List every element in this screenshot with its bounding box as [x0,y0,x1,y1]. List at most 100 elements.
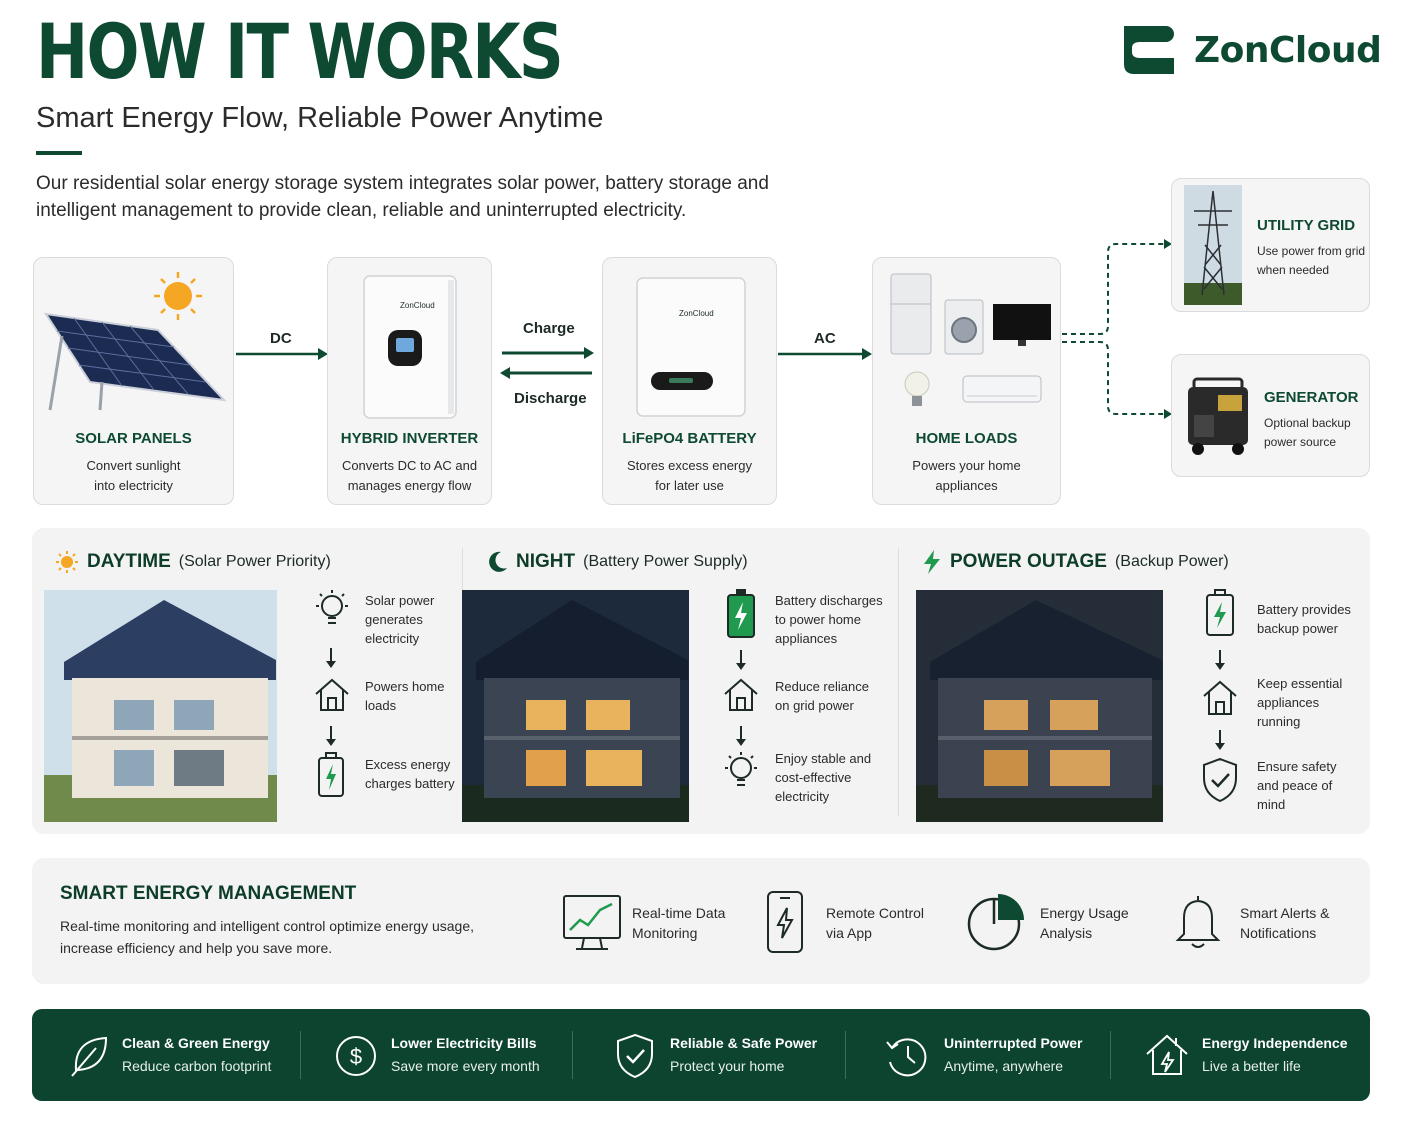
inverter-brand-text: ZonCloud [400,301,435,310]
smart-management-desc: Real-time monitoring and intelligent con… [60,918,474,956]
benefit-reliable-power-sub: Protect your home [670,1058,785,1074]
page-subtitle: Smart Energy Flow, Reliable Power Anytim… [36,102,604,134]
daytime-step-2: Powers home loads [365,679,445,713]
night-step-2: Reduce reliance on grid power [775,679,869,713]
outage-arrow-1 [1215,650,1225,670]
power-outage-heading: POWER OUTAGE (Backup Power) [922,550,1229,574]
outage-house-image [916,590,1163,822]
shield-check-icon [1203,757,1237,803]
benefit-uninterrupted-sub: Anytime, anywhere [944,1058,1064,1074]
outage-arrow-2 [1215,730,1225,750]
benefit-divider [845,1031,846,1079]
home-icon [315,678,349,711]
feature-remote-control: Remote Control via App [826,905,925,941]
daytime-house-image [44,590,277,822]
night-arrow-2 [736,726,746,746]
feature-usage-analysis: Energy Usage Analysis [1040,905,1129,941]
sun-icon [56,551,78,573]
benefit-divider [1110,1031,1111,1079]
benefit-clean-energy-title: Clean & Green Energy [122,1035,270,1051]
brand-name: ZonCloud [1194,29,1382,71]
daytime-subtitle: (Solar Power Priority) [178,553,331,570]
generator-desc: Optional backup power source [1264,416,1351,449]
lifepo4-battery-desc: Stores excess energy for later use [626,458,752,493]
hybrid-inverter-card: ZonCloud HYBRID INVERTER Converts DC to … [327,257,492,505]
benefit-lower-bills-title: Lower Electricity Bills [391,1035,537,1051]
home-loads-title: HOME LOADS [915,430,1018,447]
ac-label: AC [814,330,836,347]
night-step-3: Enjoy stable and cost-effective electric… [775,751,872,804]
daytime-title: DAYTIME [87,551,171,572]
grid-generator-connectors [1062,239,1172,419]
hybrid-inverter-title: HYBRID INVERTER [340,430,479,447]
daytime-step-3: Excess energy charges battery [365,757,455,791]
home-loads-card: HOME LOADS Powers your home appliances [872,257,1061,505]
night-subtitle: (Battery Power Supply) [583,553,748,570]
battery-device-icon: ZonCloud [636,277,746,417]
intro-paragraph: Our residential solar energy storage sys… [36,173,769,221]
benefit-divider [300,1031,301,1079]
feature-realtime-monitoring: Real-time Data Monitoring [632,905,726,941]
daytime-arrow-2 [326,726,336,746]
dc-arrow [236,348,328,360]
smart-management-title: SMART ENERGY MANAGEMENT [60,883,357,904]
charge-discharge-arrows [500,347,594,379]
night-arrow-1 [736,650,746,670]
benefit-independence-title: Energy Independence [1202,1035,1348,1051]
home-energy-icon [1146,1034,1188,1075]
benefit-independence-sub: Live a better life [1202,1058,1301,1074]
night-house-image [462,590,689,822]
dollar-coin-icon: $ [336,1036,376,1076]
power-outage-title: POWER OUTAGE [950,551,1107,572]
solar-panels-desc: Convert sunlight into electricity [86,458,181,493]
battery-discharge-icon [727,589,755,638]
power-outage-subtitle: (Backup Power) [1114,553,1229,570]
daytime-arrow-1 [326,648,336,668]
generator-title: GENERATOR [1264,389,1359,406]
moon-icon [489,551,507,572]
generator-icon [1188,377,1248,455]
zoncloud-logo-icon [1124,26,1174,74]
home-icon [724,678,758,711]
mode-divider-2 [898,548,899,816]
home-icon [1203,680,1237,715]
utility-grid-card: UTILITY GRID Use power from grid when ne… [1171,178,1370,312]
lifepo4-battery-card: ZonCloud LiFePO4 BATTERY Stores excess e… [602,257,777,505]
night-step-1: Battery discharges to power home applian… [775,593,883,646]
svg-text:$: $ [350,1044,362,1069]
bell-icon [1175,896,1221,948]
hybrid-inverter-desc: Converts DC to AC and manages energy flo… [341,458,478,493]
utility-grid-title: UTILITY GRID [1257,217,1356,234]
lightning-bolt-icon [924,550,940,574]
power-tower-icon [1184,185,1242,305]
solar-panels-card: SOLAR PANELS Convert sunlight into elect… [33,257,234,505]
inverter-device-icon: ZonCloud [363,275,457,419]
daytime-step-1: Solar power generates electricity [365,593,435,646]
leaf-icon [71,1036,108,1077]
lightbulb-icon [316,590,348,624]
benefit-reliable-power-title: Reliable & Safe Power [670,1035,818,1051]
solar-panels-title: SOLAR PANELS [75,430,192,447]
ac-arrow [778,348,872,360]
outage-step-3: Ensure safety and peace of mind [1257,759,1337,812]
charge-label: Charge [523,320,575,337]
benefit-uninterrupted-title: Uninterrupted Power [944,1035,1083,1051]
dc-label: DC [270,330,292,347]
benefits-bar [32,1009,1370,1101]
home-loads-desc: Powers your home appliances [912,458,1021,493]
lightbulb-icon [725,752,757,786]
outage-step-1: Battery provides backup power [1257,602,1351,636]
brand-logo: ZonCloud [1120,22,1382,78]
night-heading: NIGHT (Battery Power Supply) [486,550,748,574]
smartphone-icon [767,891,803,953]
feature-smart-alerts: Smart Alerts & Notifications [1240,905,1330,941]
benefit-lower-bills-sub: Save more every month [391,1058,540,1074]
lifepo4-battery-title: LiFePO4 BATTERY [622,430,757,447]
smart-management-panel [32,858,1370,984]
pie-chart-icon [967,894,1024,951]
home-appliances-icon [890,273,1051,406]
battery-brand-text: ZonCloud [679,309,714,318]
clock-history-icon [886,1038,927,1077]
utility-grid-desc: Use power from grid when needed [1257,244,1366,277]
shield-check-icon [617,1033,653,1079]
